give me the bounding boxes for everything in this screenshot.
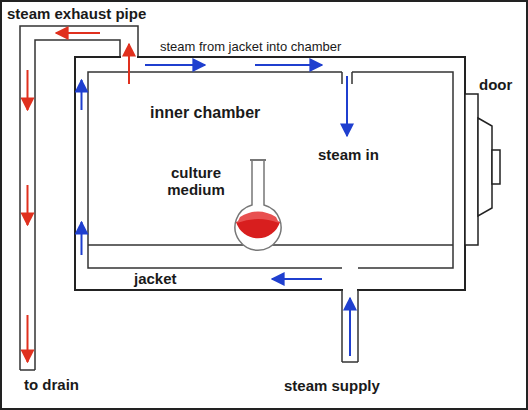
- nozzle: [341, 72, 343, 84]
- flow-label: steam supply: [284, 377, 380, 394]
- pipe-opening: [343, 289, 357, 292]
- chamber-wall: [88, 72, 342, 268]
- flow-arrow: [27, 70, 29, 110]
- part-label: door: [479, 76, 512, 93]
- nozzle: [351, 72, 353, 84]
- flow-arrow: [128, 44, 130, 84]
- flow-arrow: [349, 298, 351, 356]
- flow-label: steam in: [318, 146, 379, 163]
- pipe-wall: [20, 26, 138, 370]
- flow-arrow: [81, 222, 83, 255]
- flow-arrow: [56, 32, 100, 34]
- chamber-wall: [352, 72, 453, 268]
- pipe-end: [20, 369, 35, 371]
- flow-arrow: [272, 278, 322, 280]
- part-label: steam exhaust pipe: [5, 5, 148, 22]
- supply-pipe: [342, 361, 358, 363]
- pipe-wall: [35, 40, 120, 370]
- flask-rim: [250, 159, 266, 161]
- flask: [235, 160, 281, 250]
- part-label: inner chamber: [150, 104, 260, 122]
- inner-wall: [88, 72, 453, 362]
- door-handle: [492, 150, 500, 184]
- door-panel: [465, 94, 478, 245]
- exhaust-pipe: [20, 26, 138, 370]
- flow-label: to drain: [24, 376, 79, 393]
- flow-label: steam from jacket into chamber: [158, 40, 343, 55]
- flow-arrow: [27, 185, 29, 225]
- flow-arrow: [145, 64, 205, 66]
- exhaust-flow: [28, 33, 130, 362]
- part-label: jacket: [134, 270, 177, 287]
- flow-arrow: [27, 315, 29, 362]
- part-label: culture medium: [150, 164, 242, 199]
- supply-pipe: [357, 290, 359, 362]
- supply-pipe: [341, 290, 343, 362]
- culture-liquid: [237, 212, 279, 224]
- door-symbol: [465, 94, 500, 245]
- outer-wall: [75, 57, 465, 290]
- flow-arrow: [81, 80, 83, 110]
- steam-flow: [82, 65, 351, 356]
- door-lock: [478, 118, 492, 216]
- flow-arrow: [346, 76, 348, 136]
- flask-glass: [235, 160, 281, 250]
- flow-arrow: [255, 64, 322, 66]
